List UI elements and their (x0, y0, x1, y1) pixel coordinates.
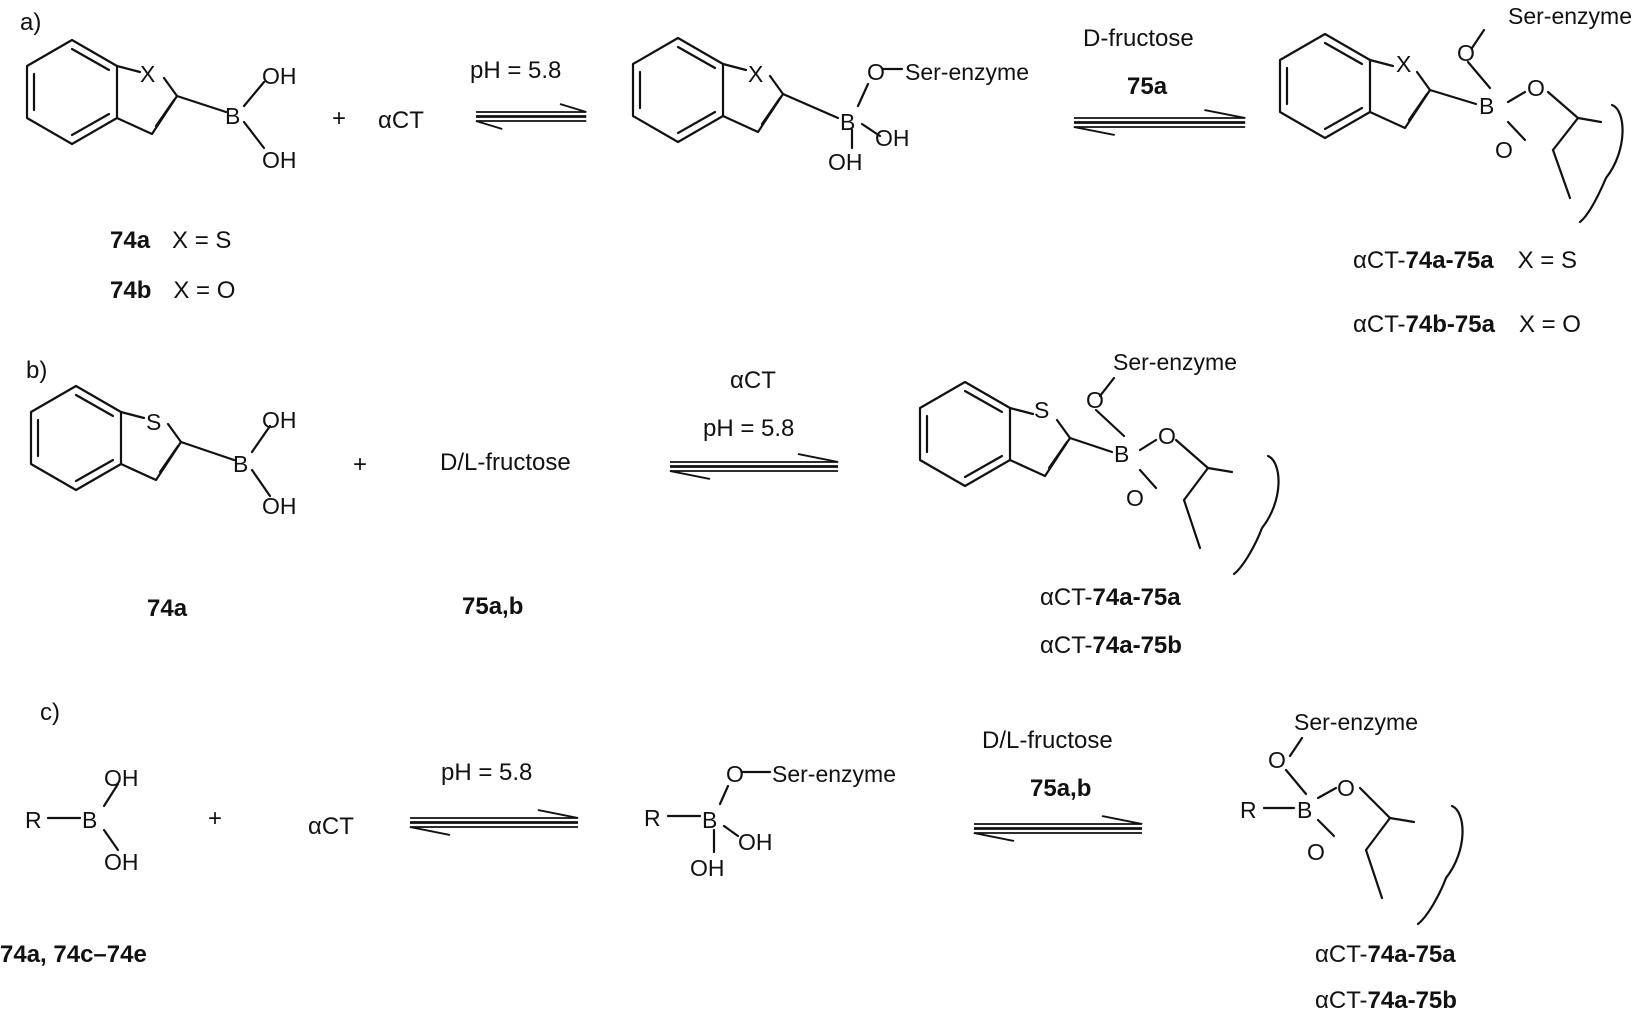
panel-a-reactant-oh-top: OH (262, 63, 297, 89)
panel-a-plus: + (332, 105, 346, 132)
panel-c-product-label-1: αCT-74a-75a (1315, 941, 1456, 968)
panel-c-reactant-oh-bottom: OH (104, 849, 139, 875)
panel-b-product: Ser-enzyme O S B O O (918, 349, 1280, 576)
panel-b-product-o-ser: O (1086, 387, 1104, 413)
panel-a-intermediate-ser: Ser-enzyme (905, 59, 1029, 85)
panel-a-arrow2-condition-bottom: 75a (1127, 73, 1168, 100)
panel-a: a) X B OH OH + αCT pH = 5.8 X O Ser-enzy… (20, 3, 1632, 338)
panel-c-arrow2-condition-top: D/L-fructose (982, 727, 1113, 754)
panel-a-intermediate: X O Ser-enzyme B OH OH (631, 36, 1029, 175)
panel-c-intermediate-ser: Ser-enzyme (772, 761, 896, 787)
panel-a-product-o-top: O (1527, 75, 1545, 101)
panel-c-product-r: R (1240, 797, 1257, 823)
panel-c-product-label-2: αCT-74a-75b (1315, 987, 1457, 1014)
panel-b-label: b) (26, 357, 47, 384)
panel-b-product-ser: Ser-enzyme (1113, 349, 1237, 375)
panel-c-intermediate-oh-bottom: OH (690, 855, 725, 881)
panel-a-intermediate-b: B (840, 109, 855, 135)
panel-c-product-o-bottom: O (1307, 839, 1325, 865)
panel-b-sugar-label: 75a,b (462, 593, 523, 620)
panel-b-reactant-oh-top: OH (262, 407, 297, 433)
panel-a-product-o-bottom: O (1495, 137, 1513, 163)
panel-a-reactant: X B OH OH (25, 38, 297, 173)
panel-c-label: c) (40, 699, 60, 726)
panel-b-reactant: S B OH OH (29, 384, 297, 519)
panel-c-reactant-oh-top: OH (104, 765, 139, 791)
panel-a-intermediate-o: O (867, 59, 885, 85)
panel-a-arrow2 (1072, 108, 1247, 137)
panel-c-intermediate: R B O Ser-enzyme OH OH (644, 761, 896, 881)
panel-a-product-x: X (1396, 51, 1411, 77)
panel-c: c) R B OH OH + αCT pH = 5.8 R B O Ser-en… (0, 699, 1464, 1014)
panel-a-intermediate-oh-bottom: OH (828, 149, 863, 175)
panel-b-plus: + (353, 451, 367, 478)
panel-c-arrow1-condition: pH = 5.8 (441, 759, 532, 786)
panel-a-arrow1-condition: pH = 5.8 (470, 57, 561, 84)
panel-b-product-s: S (1034, 397, 1049, 423)
panel-b-arrow-condition-bottom: pH = 5.8 (703, 415, 794, 442)
panel-a-product-ser: Ser-enzyme (1508, 3, 1632, 29)
panel-c-reactant-r: R (25, 807, 42, 833)
panel-c-product-b: B (1297, 797, 1312, 823)
panel-c-intermediate-o: O (726, 761, 744, 787)
panel-b-arrow-condition-top: αCT (730, 367, 776, 394)
panel-b: b) S B OH OH + D/L-fructose αCT pH = 5.8… (26, 349, 1280, 659)
panel-b-reactant-b: B (233, 451, 248, 477)
panel-c-reactant-b: B (82, 807, 97, 833)
panel-c-intermediate-b: B (702, 807, 717, 833)
panel-c-product-o-ser: O (1268, 747, 1286, 773)
panel-c-intermediate-r: R (644, 805, 661, 831)
panel-a-arrow2-condition-top: D-fructose (1083, 25, 1194, 52)
panel-c-intermediate-oh-right: OH (738, 829, 773, 855)
panel-b-product-o-top: O (1158, 423, 1176, 449)
panel-b-reactant-label: 74a (147, 595, 188, 622)
panel-c-arrow2-condition-bottom: 75a,b (1030, 775, 1091, 802)
panel-b-arrow (668, 452, 840, 481)
panel-b-reactant-s: S (146, 409, 161, 435)
panel-c-reactant-label: 74a, 74c–74e (0, 941, 147, 968)
panel-b-product-b: B (1114, 441, 1129, 467)
panel-b-reactant-oh-bottom: OH (262, 493, 297, 519)
panel-a-product-o-ser: O (1457, 40, 1475, 66)
panel-c-arrow1 (408, 808, 580, 837)
panel-a-product-b: B (1479, 93, 1494, 119)
panel-c-product-o-top: O (1337, 775, 1355, 801)
panel-a-reactant-b: B (225, 103, 240, 129)
panel-a-intermediate-oh-right: OH (875, 125, 910, 151)
panel-b-product-label-1: αCT-74a-75a (1040, 584, 1181, 611)
panel-c-product: Ser-enzyme O R B O O (1240, 709, 1464, 926)
panel-c-arrow2 (972, 814, 1144, 843)
panel-a-enzyme: αCT (378, 107, 424, 134)
panel-a-intermediate-x: X (748, 61, 763, 87)
panel-b-product-o-bottom: O (1126, 485, 1144, 511)
panel-a-label: a) (20, 9, 41, 36)
panel-a-reactant-oh-bottom: OH (262, 147, 297, 173)
panel-a-arrow1 (475, 103, 588, 130)
panel-a-product: Ser-enzyme O X B O O (1278, 3, 1632, 224)
panel-c-enzyme: αCT (308, 813, 354, 840)
panel-c-plus: + (208, 805, 222, 832)
panel-a-reactant-x: X (140, 61, 155, 87)
panel-c-product-ser: Ser-enzyme (1294, 709, 1418, 735)
panel-b-product-label-2: αCT-74a-75b (1040, 632, 1182, 659)
panel-b-sugar: D/L-fructose (440, 449, 571, 476)
panel-c-reactant: R B OH OH (25, 765, 139, 875)
